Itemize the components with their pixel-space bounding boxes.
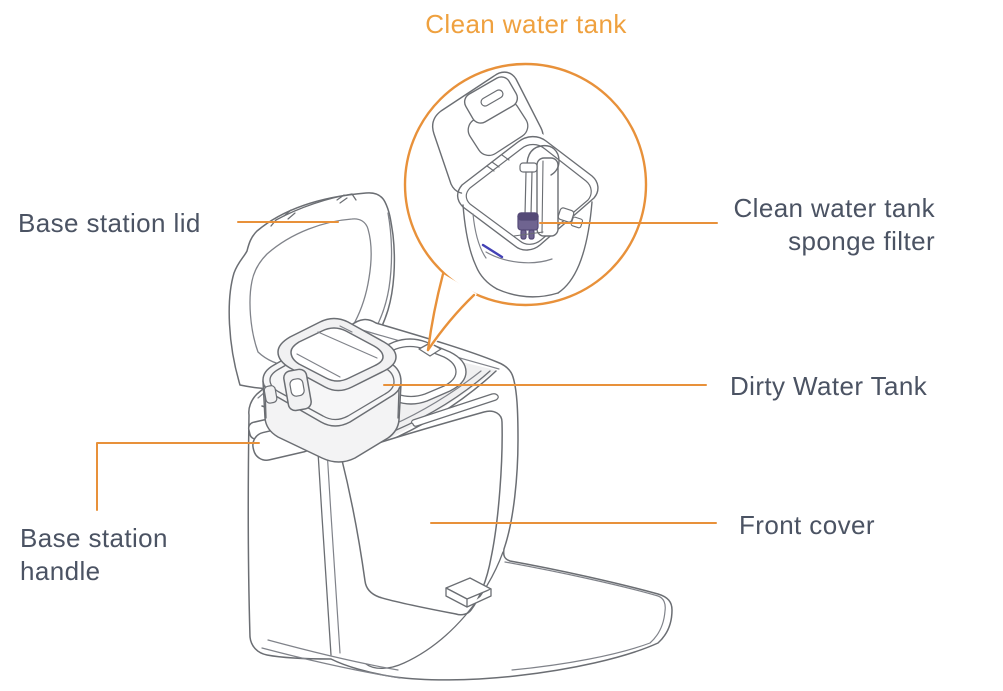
float-assembly: [513, 144, 560, 240]
sponge-filter-label-line1: Clean water tank: [733, 193, 935, 223]
handle-label-line2: handle: [20, 556, 101, 586]
leader-lines: [96, 221, 718, 524]
tank-level-mark: [481, 243, 504, 259]
sponge-filter-label-line2: sponge filter: [788, 226, 935, 256]
callout-label-clean-water-tank: Clean water tank: [425, 9, 627, 39]
callout-label-front-cover: Front cover: [739, 510, 875, 540]
dirty-water-tank-art: [262, 317, 402, 463]
handle-label-line1: Base station: [20, 523, 168, 553]
handle-leader-line: [96, 442, 260, 511]
charging-dock-tab: [445, 577, 492, 608]
sponge-filter-icon: [517, 212, 539, 240]
callout-label-clean-water-tank-sponge-filter: Clean water tank sponge filter: [733, 192, 935, 258]
clean-water-tank-detail: [432, 71, 599, 301]
callout-label-base-station-handle: Base station handle: [20, 522, 168, 588]
callout-label-dirty-water-tank: Dirty Water Tank: [730, 371, 928, 401]
callout-label-base-station-lid: Base station lid: [18, 208, 201, 238]
